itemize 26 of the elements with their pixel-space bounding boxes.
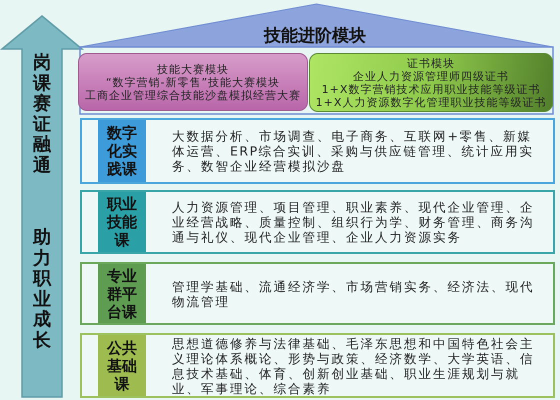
category-label: 数字化实践课 [98,120,146,182]
category-label: 职业技能课 [98,192,146,252]
course-list: 人力资源管理、项目管理、职业素养、现代企业管理、企业经营战略、质量控制、组织行为学、财务管理、商务沟通与礼仪、现代企业管理、企业人力资源实务 [172,200,540,244]
course-list: 思想道德修养与法律基础、毛泽东思想和中国特色社会主义理论体系概论、形势与政策、经济数学、大学英语、信息技术基础、体育、创新创业基础、职业生涯规划与就业、军事理论、综合素养 [172,336,540,396]
upward-arrow [0,14,84,398]
course-row [80,190,555,254]
card-item: “数字营销-新零售”技能大赛模块 [106,76,280,88]
course-list: 大数据分析、市场调查、电子商务、互联网+零售、新媒体运营、ERP综合实训、采购与供应链管理、统计应用实务、数智企业经营模拟沙盘 [172,128,540,174]
card-heading: 证书模块 [407,56,455,70]
vertical-slogan: 岗课赛证融通 [33,53,51,176]
card-item: 1+X人力资源数字化管理职业技能等级证书 [316,96,546,108]
course-row [80,262,555,325]
banner-title: 技能进阶模块 [264,27,366,46]
course-list: 管理学基础、流通经济学、市场营销实务、经济法、现代物流管理 [172,278,540,308]
vertical-slogan: 助力职业成长 [33,228,51,351]
card-item: 工商企业管理综合技能沙盘模拟经营大赛 [85,88,301,102]
card-heading: 技能大赛模块 [157,62,229,76]
category-label: 公共基础课 [98,335,146,396]
card-item: 企业人力资源管理师四级证书 [353,70,509,82]
course-row [80,333,555,398]
roof-banner [76,2,557,116]
course-row [80,118,555,184]
module-card [309,53,553,112]
category-label: 专业群平台课 [98,264,146,323]
module-card [78,53,308,111]
card-item: 1+X数字营销技术应用职业技能等级证书 [322,82,540,96]
